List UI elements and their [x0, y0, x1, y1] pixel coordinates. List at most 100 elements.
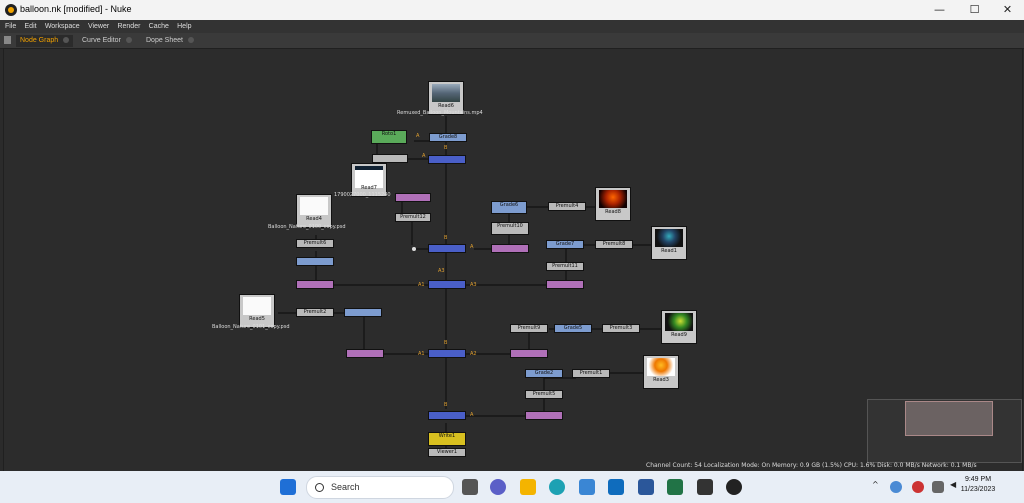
tab-dope-sheet[interactable]: Dope Sheet: [142, 35, 198, 47]
search-icon: [315, 483, 324, 492]
node-premult-pink[interactable]: [395, 193, 431, 202]
maximize-button[interactable]: ☐: [969, 3, 980, 16]
node-label: Read9: [671, 332, 687, 338]
pin-label: B: [444, 402, 448, 408]
onedrive-icon[interactable]: [890, 481, 902, 493]
close-tab-icon[interactable]: [125, 37, 132, 44]
menu-viewer[interactable]: Viewer: [87, 23, 110, 30]
node-label: Read3: [653, 377, 669, 383]
node-premult-mid[interactable]: [491, 244, 529, 253]
pin-label: A1: [418, 351, 425, 357]
store-icon[interactable]: [579, 479, 595, 495]
minimap-viewport[interactable]: [905, 401, 993, 436]
node-read9[interactable]: Read9: [661, 310, 697, 344]
volume-icon[interactable]: ◀: [950, 480, 957, 489]
node-premult4[interactable]: Premult4: [548, 202, 586, 211]
node-merge-3[interactable]: [428, 280, 466, 289]
node-premult8[interactable]: Premult8: [595, 240, 633, 249]
node-read6[interactable]: Read6: [428, 81, 464, 115]
node-grade3[interactable]: [344, 308, 382, 317]
node-merge-2[interactable]: [428, 244, 466, 253]
node-label: Read7: [361, 185, 377, 191]
word-icon[interactable]: [638, 479, 654, 495]
menu-file[interactable]: File: [5, 23, 17, 30]
clock-time: 9:49 PM: [964, 476, 992, 483]
menu-help[interactable]: Help: [177, 23, 192, 30]
taskbar-clock[interactable]: 9:49 PM 11/23/2023: [958, 475, 998, 495]
node-premult-right[interactable]: [546, 280, 584, 289]
node-grade2[interactable]: Grade2: [525, 369, 563, 378]
node-grade6[interactable]: Grade6: [491, 201, 527, 214]
node-premult3[interactable]: Premult3: [602, 324, 640, 333]
window-titlebar: balloon.nk [modified] - Nuke — ☐ ✕: [0, 0, 1024, 20]
node-viewer1[interactable]: Viewer1: [428, 448, 466, 457]
pin-label: A: [416, 133, 420, 139]
node-premult5[interactable]: Premult5: [525, 390, 563, 399]
node-premult1[interactable]: Premult1: [572, 369, 610, 378]
node-premult-left2[interactable]: [346, 349, 384, 358]
node-premult2[interactable]: Premult2: [296, 308, 334, 317]
app-tray-icon[interactable]: [912, 481, 924, 493]
taskbar-search[interactable]: Search: [306, 476, 454, 499]
node-graph-minimap[interactable]: [867, 399, 1022, 463]
node-label: Read5: [249, 316, 265, 322]
tab-label: Dope Sheet: [146, 37, 183, 44]
teams-icon[interactable]: [490, 479, 506, 495]
start-icon[interactable]: [280, 479, 296, 495]
node-read5[interactable]: Read5: [239, 294, 275, 328]
node-premult11[interactable]: Premult11: [546, 262, 584, 271]
node-write1[interactable]: Write1: [428, 432, 466, 446]
terminal-icon[interactable]: [697, 479, 713, 495]
menu-cache[interactable]: Cache: [148, 23, 169, 30]
pin-label: A1: [418, 282, 425, 288]
edge-icon[interactable]: [549, 479, 565, 495]
pin-label: A3: [438, 268, 445, 274]
read7-filename: 1790027000_1115240: [334, 192, 391, 198]
node-grade8[interactable]: Grade8: [429, 133, 467, 142]
tab-label: Node Graph: [20, 37, 59, 44]
node-merge-4[interactable]: [428, 349, 466, 358]
close-button[interactable]: ✕: [1002, 3, 1013, 16]
node-premult-left[interactable]: [296, 280, 334, 289]
node-graph-canvas[interactable]: Read6 Remuxed_Balloon_Mountains.mp4 Read…: [3, 48, 1023, 473]
panel-menu-icon[interactable]: [4, 36, 11, 44]
node-grade1[interactable]: [296, 257, 334, 266]
pin-label: A2: [470, 351, 477, 357]
node-roto1[interactable]: Roto1: [371, 130, 407, 144]
node-premult12[interactable]: Premult12: [395, 213, 431, 222]
excel-icon[interactable]: [667, 479, 683, 495]
node-read4[interactable]: Read4: [296, 194, 332, 228]
chevron-up-icon[interactable]: ^: [872, 480, 879, 489]
node-read3[interactable]: Read3: [643, 355, 679, 389]
node-premult-bottom[interactable]: [525, 411, 563, 420]
pin-label: A: [470, 412, 474, 418]
node-grade5[interactable]: Grade5: [554, 324, 592, 333]
nuke-taskbar-icon[interactable]: [726, 479, 742, 495]
pin-label: A: [422, 153, 426, 159]
node-merge-top[interactable]: [428, 155, 466, 164]
balloon-thumbnail: [300, 197, 328, 215]
node-premult7[interactable]: [372, 154, 408, 163]
node-premult-right2[interactable]: [510, 349, 548, 358]
file-explorer-icon[interactable]: [520, 479, 536, 495]
node-premult9[interactable]: Premult9: [510, 324, 548, 333]
close-tab-icon[interactable]: [187, 37, 194, 44]
tab-node-graph[interactable]: Node Graph: [16, 35, 74, 47]
task-view-icon[interactable]: [462, 479, 478, 495]
node-read8[interactable]: Read8: [595, 187, 631, 221]
tab-curve-editor[interactable]: Curve Editor: [78, 35, 136, 47]
outlook-icon[interactable]: [608, 479, 624, 495]
node-premult6[interactable]: Premult6: [296, 239, 334, 248]
node-read7[interactable]: Read7: [351, 163, 387, 197]
menu-workspace[interactable]: Workspace: [44, 23, 80, 30]
display-icon[interactable]: [932, 481, 944, 493]
close-tab-icon[interactable]: [63, 37, 70, 44]
node-read1[interactable]: Read1: [651, 226, 687, 260]
node-merge-5[interactable]: [428, 411, 466, 420]
node-premult10[interactable]: Premult10: [491, 222, 529, 235]
menu-render[interactable]: Render: [117, 23, 141, 30]
menu-edit[interactable]: Edit: [24, 23, 37, 30]
minimize-button[interactable]: —: [934, 3, 945, 16]
ui-thumbnail: [355, 166, 383, 188]
node-grade7[interactable]: Grade7: [546, 240, 584, 249]
